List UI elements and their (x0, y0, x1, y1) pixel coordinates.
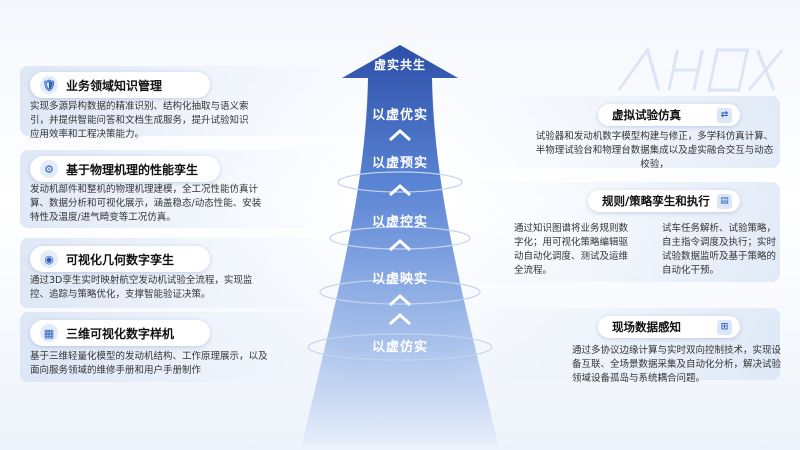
background-watermark (604, 40, 789, 111)
left-card-title: ▦ 三维可视化数字样机 (30, 320, 210, 346)
cube-icon: ▦ (40, 324, 58, 342)
chevron-up-icon (388, 312, 412, 326)
left-card-title: ◉ 可视化几何数字孪生 (30, 246, 210, 272)
left-card-desc: 通过3D孪生实时映射航空发动机试验全流程，实现监控、追踪与策略优化，支撑智能验证… (30, 275, 253, 300)
left-card-desc: 实现多源异构数据的精准识别、结构化抽取与语义索引，并提供智能问答和文档生成服务，… (30, 101, 249, 140)
right-card-title: 现场数据感知 ⊞ (598, 316, 740, 338)
shield-icon: 🛡 (40, 76, 58, 94)
right-card-desc-b: 试车任务解析、试验策略，自主指令调度及执行；实时试验数据监听及基于策略的自动化干… (662, 223, 777, 276)
right-card-desc-a: 通过知识图谱将业务规则数字化；用可视化策略编辑驱动自动化调度、测试及运维全流程。 (514, 223, 629, 276)
right-card-desc: 试验器和发动机数字模型构建与修正，多学科仿真计算、半物理试验台和物理台数据集成以… (535, 131, 774, 170)
left-card-desc: 发动机部件和整机的物理机理建模，全工况性能仿真计算、数据分析和可视化展示，涵盖稳… (30, 184, 262, 223)
right-card-title: 虚拟试验仿真 ⇄ (598, 104, 740, 126)
right-card-desc: 通过多协议边缘计算与实时双向控制技术，实现设备互联、全场景数据采集及自动化分析，… (572, 345, 782, 384)
chevron-up-icon (388, 128, 412, 142)
chevron-up-icon (388, 183, 412, 197)
right-card-title: 规则/策略孪生和执行 ▤ (588, 190, 740, 212)
chevron-up-icon (388, 293, 412, 307)
left-card-title: 🛡 业务领域知识管理 (30, 72, 210, 98)
stage-label: 以虚控实 (371, 215, 428, 230)
left-card-desc: 基于三维轻量化模型的发动机结构、工作原理展示，以及面向服务领域的维修手册和用户手… (30, 351, 268, 376)
robot-arm-icon: ⚙ (40, 160, 58, 178)
calendar-icon: ▤ (717, 193, 732, 209)
stage-label: 以虚预实 (371, 156, 428, 171)
chevron-up-icon (388, 238, 412, 252)
simulation-icon: ⇄ (717, 107, 732, 123)
stage-label-top: 虚实共生 (373, 58, 426, 72)
stage-label: 以虚映实 (371, 272, 428, 287)
network-icon: ⊞ (717, 319, 732, 335)
left-card-title: ⚙ 基于物理机理的性能孪生 (30, 156, 220, 182)
stage-label: 以虚优实 (371, 108, 428, 123)
eye-icon: ◉ (40, 250, 58, 268)
stage-label: 以虚仿实 (371, 340, 428, 355)
